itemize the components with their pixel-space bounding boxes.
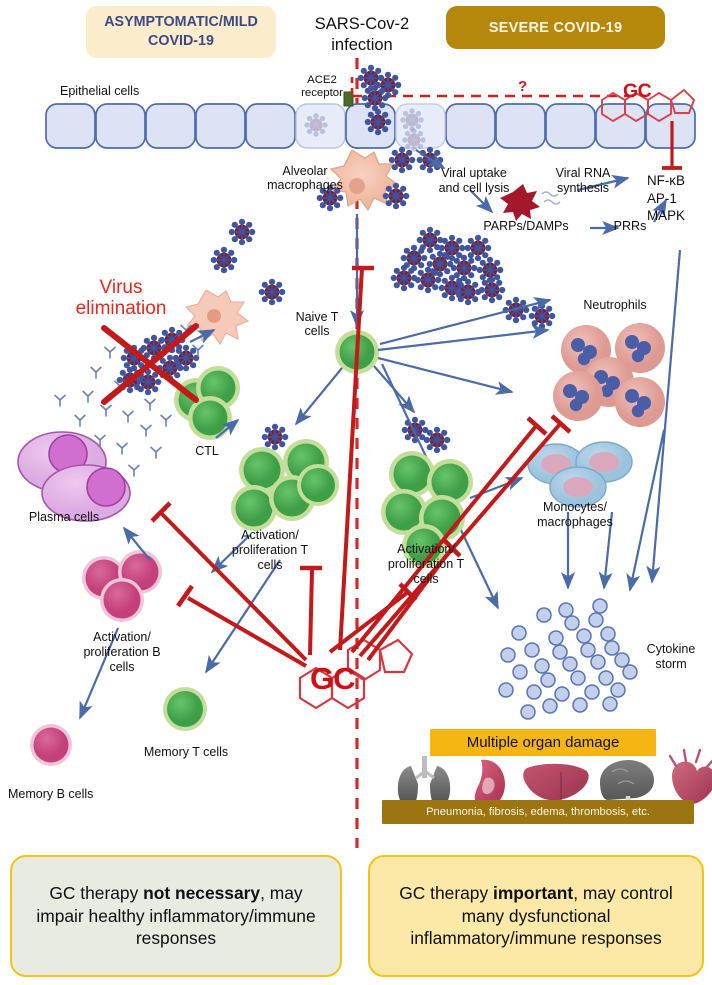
virion-near-activated-t-left <box>260 422 290 452</box>
ctl-cells <box>174 366 240 440</box>
conclusion-right-post: , may control many dysfunctional inflamm… <box>410 883 673 949</box>
conclusion-left-bold: not necessary <box>143 883 261 904</box>
banner-asymptomatic-mild: ASYMPTOMATIC/MILD COVID-19 <box>86 6 276 58</box>
kidney-icon <box>474 759 505 807</box>
viral-rna-icon <box>500 184 561 221</box>
label-nfkb: NF-κB <box>647 173 685 188</box>
label-plasma-cells: Plasma cells <box>28 510 100 524</box>
label-parps-damps: PARPs/DAMPs <box>483 219 569 233</box>
arrows-left-branch <box>78 329 281 720</box>
label-signalling-pathways: NF-κB AP-1 MAPK <box>647 172 707 225</box>
conclusion-left-pre: GC therapy <box>49 883 144 904</box>
heart-icon <box>668 748 712 804</box>
antigen-presenting-cell <box>184 289 250 346</box>
memory-t-cell <box>163 687 207 731</box>
label-cytokine-storm: Cytokine storm <box>646 642 696 671</box>
banner-multiple-organ-damage: Multiple organ damage <box>430 729 656 756</box>
label-gc-top: GC <box>623 80 652 102</box>
label-gc-center: GC <box>310 661 355 696</box>
label-ace2-receptor: ACE2 receptor <box>301 74 343 99</box>
memory-b-cell <box>30 724 72 766</box>
activated-b-cells <box>82 550 162 622</box>
cytokine-storm-dots <box>498 598 638 720</box>
conclusion-right-pre: GC therapy <box>399 883 494 904</box>
label-ctl: CTL <box>195 444 219 458</box>
plasma-cells <box>17 431 131 522</box>
label-memory-b-cells: Memory B cells <box>8 787 94 801</box>
label-mapk: MAPK <box>647 208 685 224</box>
label-viral-rna-synthesis: Viral RNA synthesis <box>555 166 611 195</box>
label-activation-proliferation-b: Activation/ proliferation B cells <box>83 630 161 674</box>
neutrophils-cluster <box>553 323 665 427</box>
banner-severe-covid: SEVERE COVID-19 <box>446 6 665 49</box>
monocytes-macrophages-cluster <box>527 441 633 508</box>
arrows-to-cytokine-storm <box>560 249 682 592</box>
gc-molecule-top <box>601 88 696 123</box>
gc-molecule-center <box>298 638 414 710</box>
title-sars-cov-2-infection: SARS-Cov-2 infection <box>314 15 410 54</box>
conclusion-box-right: GC therapy important, may control many d… <box>368 855 704 977</box>
liver-icon <box>523 763 589 804</box>
label-question-mark: ? <box>518 78 528 95</box>
conclusion-right-bold: important <box>493 883 574 904</box>
label-alveolar-macrophages: Alveolar macrophages <box>267 164 343 193</box>
lungs-icon <box>397 756 451 807</box>
label-activation-proliferation-t-right: Activation/ proliferation T cells <box>387 542 465 586</box>
pathway-arrows-top <box>415 149 667 236</box>
conclusion-left-post: , may impair healthy inflammatory/immune… <box>36 883 316 949</box>
label-prrs: PRRs <box>613 219 647 233</box>
virus-elimination-cross <box>101 323 199 405</box>
label-monocytes-macrophages: Monocytes/ macrophages <box>537 500 613 529</box>
label-memory-t-cells: Memory T cells <box>143 745 229 759</box>
alveolar-macrophage-cell <box>329 149 400 212</box>
label-virus-elimination: Virus elimination <box>75 277 167 320</box>
label-epithelial-cells: Epithelial cells <box>60 84 140 98</box>
banner-organ-damage-subtitle: Pneumonia, fibrosis, edema, thrombosis, … <box>382 800 694 824</box>
activated-t-cells-left <box>231 439 339 531</box>
gc-inhibition-arrows <box>150 265 572 668</box>
gc-inhibit-nfkb <box>662 121 682 170</box>
label-activation-proliferation-t-left: Activation/ proliferation T cells <box>231 528 309 572</box>
label-neutrophils: Neutrophils <box>583 298 647 312</box>
label-viral-uptake: Viral uptake and cell lysis <box>438 166 510 195</box>
label-ap1: AP-1 <box>647 190 677 206</box>
ace2-receptor-marker <box>343 91 354 107</box>
label-naive-t-cells: Naive T cells <box>295 310 339 339</box>
gc-epithelium-link <box>350 77 645 98</box>
conclusion-box-left: GC therapy not necessary, may impair hea… <box>10 855 342 977</box>
